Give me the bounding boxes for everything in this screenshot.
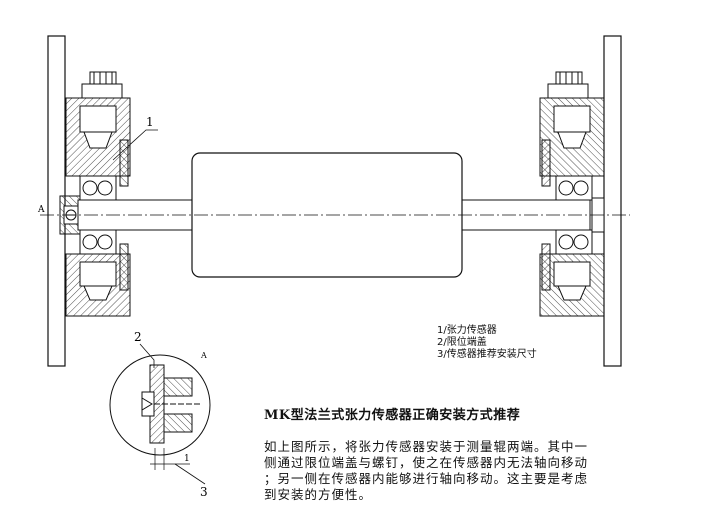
legend-item-install-dimension: 3/传感器推荐安装尺寸 [437, 349, 537, 360]
right-tension-sensor [539, 71, 605, 317]
detail-circle [109, 354, 211, 456]
description: 如上图所示，将张力传感器安装于测量辊两端。其中一 侧通过限位端盖与螺钉，使之在传… [264, 439, 684, 503]
description-line: 如上图所示，将张力传感器安装于测量辊两端。其中一 [264, 439, 589, 454]
callout-1-leader [112, 129, 158, 161]
callout-1-label: 1 [146, 115, 154, 129]
callout-3-label: 3 [200, 485, 208, 499]
left-tension-sensor [59, 71, 131, 317]
legend-item-tension-sensor: 1/张力传感器 [437, 325, 497, 336]
callout-2-label: 2 [134, 330, 142, 344]
detail-view-label: A [200, 351, 207, 360]
description-line: 到安装的方便性。 [264, 487, 373, 502]
right-frame-plate [603, 35, 622, 367]
legend-item-limit-cover: 2/限位端盖 [437, 337, 487, 348]
view-marker-a: A [37, 205, 45, 215]
description-line: ；另一侧在传感器内能够进行轴向移动。这主要是考虑 [264, 471, 589, 486]
description-line: 侧通过限位端盖与螺钉，使之在传感器内无法轴向移动 [264, 455, 589, 470]
dimension-value: 1 [184, 454, 190, 464]
detail-view [109, 343, 211, 485]
page-title: MK型法兰式张力传感器正确安装方式推荐 [264, 408, 521, 423]
